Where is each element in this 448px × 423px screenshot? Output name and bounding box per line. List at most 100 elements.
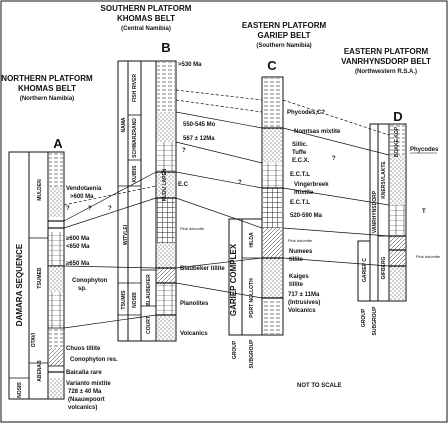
anno-c-sillic: Sillic.: [292, 142, 308, 148]
anno-b-pink: Pink dolomite: [180, 226, 205, 231]
anno-c-tillite: tillite: [289, 257, 304, 263]
heading-c-letter: C: [267, 58, 277, 73]
anno-c-ectl: E.C.T.L: [290, 172, 310, 178]
anno-q-mid: ?: [182, 148, 186, 154]
heading-d-line2: VANRHYNSDORP BELT: [341, 57, 431, 66]
anno-a-q3: ?: [108, 206, 112, 212]
label-d-subgroup: SUBGROUP: [372, 306, 378, 336]
anno-c-volcanics: Volcanics: [288, 308, 316, 314]
label-d-gifberg: GIFBERG: [381, 257, 387, 280]
anno-b-530: >530 Ma: [178, 62, 202, 68]
not-to-scale-label: NOT TO SCALE: [297, 383, 342, 389]
label-b-kuibis: KUIBIS: [132, 165, 138, 183]
anno-b-550: 550-545 Mo: [183, 122, 216, 128]
anno-c-numees: Numees: [289, 249, 313, 255]
anno-a-conophyton: Conophyton: [72, 278, 108, 284]
heading-a-line3: (Northern Namibia): [20, 96, 74, 102]
label-a-abenab: ABENAB: [37, 360, 43, 382]
anno-a-650b: ≥650 Ma: [66, 261, 90, 267]
anno-b-volcanics: Volcanics: [180, 331, 208, 337]
anno-b-blaubeker: Blaubeker tillite: [180, 266, 225, 272]
anno-a-q2: ?: [88, 206, 92, 212]
anno-a-varianto: Varianto mixtite: [66, 381, 111, 387]
label-b-blaubeker: BLAUBEKER: [146, 274, 152, 306]
anno-a-728: 728 ± 40 Ma: [68, 389, 102, 395]
anno-c-phycodes: Phycodes,C?: [287, 110, 325, 116]
label-c-subgroup: SUBGROUP: [249, 339, 255, 369]
anno-a-sp: sp.: [78, 286, 87, 292]
label-c-hilda: HILDA: [249, 232, 255, 248]
label-b-nosib: NOSIB: [132, 292, 138, 308]
label-d-vanrhynsdorp: VANRHYNSDORP: [372, 190, 378, 233]
label-a-mulden: MULDEN: [37, 179, 43, 201]
label-damara-sequence: DAMARA SEQUENCE: [15, 243, 24, 326]
anno-d-phycodes: Phycodes: [410, 147, 439, 153]
heading-c-line2: GARIEP BELT: [257, 31, 310, 40]
heading-b-letter: B: [161, 40, 170, 55]
heading-a-line1: NORTHERN PLATFORM: [1, 74, 93, 83]
anno-c-tillite2: tillite: [289, 282, 304, 288]
column-c: [228, 76, 284, 336]
anno-b-ec: E.C: [178, 182, 189, 188]
heading-d-line3: (Northwestern R.S.A.): [355, 69, 417, 75]
anno-q-mid2: ?: [238, 180, 242, 186]
anno-d-t: T: [422, 209, 426, 215]
label-d-knersvlakte: KNERSVLAKTE: [381, 161, 387, 199]
anno-c-intrusives: (Intrusives): [288, 300, 320, 306]
anno-c-kaiges: Kaiges: [289, 274, 309, 280]
anno-a-vendotaenia: Vendotaenia: [66, 186, 102, 192]
heading-c-line1: EASTERN PLATFORM: [242, 21, 327, 30]
anno-c-tuffe: Tuffe: [292, 150, 307, 156]
heading-b-line1: SOUTHERN PLATFORM: [101, 4, 192, 13]
anno-c-717: 717 ± 11Ma: [288, 292, 320, 298]
label-d-gariep-c: GARIEP C: [362, 258, 368, 282]
heading-b-line3: (Central Namibia): [121, 26, 171, 32]
anno-a-naauwpoort: (Naauwpoort: [68, 397, 105, 403]
anno-c-ectl2: E.C.T.L: [290, 200, 310, 206]
heading-d-letter: D: [393, 109, 402, 124]
anno-a-chuos: Chuos tillite: [66, 346, 101, 352]
anno-c-nomtsas: Nomtsas mixtite: [294, 129, 341, 135]
column-a: [8, 151, 65, 400]
anno-a-650a: <650 Ma: [66, 244, 90, 250]
label-b-kudu: KUDU LAPEN: [162, 168, 168, 201]
column-b: [117, 60, 177, 342]
label-b-nama: NAMA: [121, 117, 127, 132]
anno-c-vingerbreek: Vingerbreek: [294, 182, 329, 188]
heading-d-line1: EASTERN PLATFORM: [344, 47, 429, 56]
heading-a-line2: KHOMAS BELT: [18, 84, 76, 93]
label-b-court: COURT: [146, 316, 152, 334]
heading-b-line2: KHOMAS BELT: [117, 14, 175, 23]
anno-a-baicalia: Baicalia rare: [66, 370, 102, 376]
label-b-witvlei: WITVLEI: [123, 224, 129, 245]
column-d: [357, 123, 407, 302]
anno-a-q1: ?: [66, 206, 70, 212]
anno-a-600b: ≥600 Ma: [66, 236, 90, 242]
label-b-tsumis: TSUMIS: [121, 290, 127, 310]
label-c-port-nolloth: PORT NOLLOTH: [249, 278, 255, 318]
heading-a-letter: A: [53, 136, 63, 151]
anno-c-mixtite: mixtite: [294, 190, 314, 196]
anno-d-pink: Pink dolomite: [416, 254, 441, 259]
label-a-otavi: OTAVI: [31, 332, 37, 347]
label-b-fish-river: FISH RIVER: [132, 74, 138, 102]
anno-b-567: 567 ± 12Ma: [183, 136, 215, 142]
anno-a-600: >600 Ma: [70, 194, 94, 200]
label-d-kop: BOKKE KOP: [394, 126, 400, 157]
anno-c-pink: Pink dolomite: [288, 238, 313, 243]
anno-q-mid3: ?: [332, 156, 336, 162]
label-c-gariep-complex: GARIEP COMPLEX: [229, 243, 238, 316]
heading-c-line3: (Southern Namibia): [256, 43, 311, 49]
correlation-lines: [63, 89, 390, 329]
label-c-group: GROUP: [232, 340, 238, 359]
anno-c-ecx: E.C.X.: [292, 158, 310, 164]
anno-a-volcanics: volcanics): [68, 405, 97, 411]
label-b-schwarzrand: SCHWARZRAND: [132, 118, 138, 158]
anno-a-conophyton-res: Conophyton res.: [70, 357, 118, 363]
anno-c-520: 520-590 Ma: [290, 213, 323, 219]
anno-b-planolites: Planolites: [180, 301, 209, 307]
label-a-nosib: NOSIB: [17, 382, 23, 398]
